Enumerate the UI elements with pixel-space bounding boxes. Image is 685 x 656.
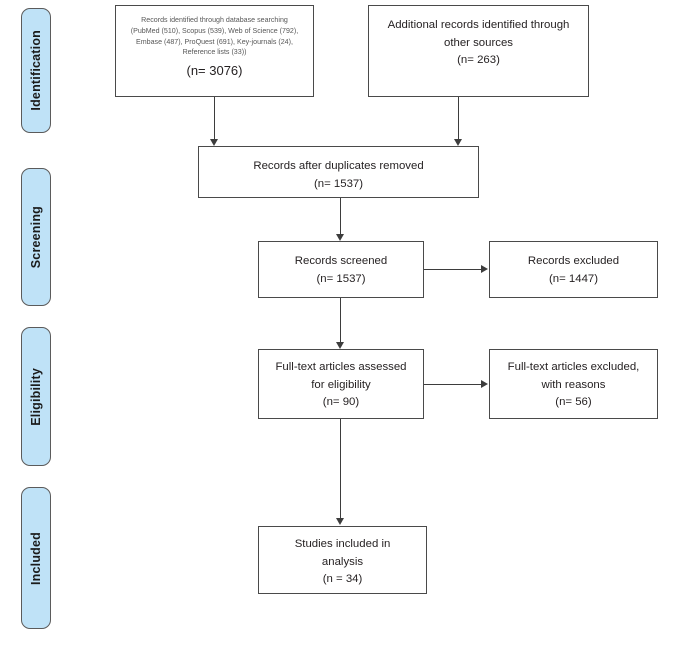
box-line: analysis <box>321 555 364 568</box>
connector-arrow-down <box>453 139 462 146</box>
box-count: (n= 1537) <box>313 177 364 190</box>
connector-arrow-down <box>335 342 344 349</box>
box-line: Full-text articles assessed <box>275 361 407 373</box>
box-studies-included: Studies included in analysis (n = 34) <box>258 526 427 594</box>
box-records-excluded: Records excluded (n= 1447) <box>489 241 658 298</box>
box-line: Records excluded <box>527 255 620 267</box>
connector-arrow-right <box>481 379 488 388</box>
connector-line <box>424 384 482 385</box>
connector-arrow-right <box>481 264 488 273</box>
box-fulltext-excluded: Full-text articles excluded, with reason… <box>489 349 658 419</box>
connector-arrow-down <box>335 518 344 525</box>
connector-line <box>214 97 215 141</box>
stage-tab-label: Included <box>29 531 43 585</box>
box-count: (n= 1447) <box>548 272 599 285</box>
box-duplicates-removed: Records after duplicates removed (n= 153… <box>198 146 479 198</box>
box-line: Studies included in <box>294 538 391 550</box>
box-line: Records identified through database sear… <box>141 16 288 24</box>
box-records-screened: Records screened (n= 1537) <box>258 241 424 298</box>
connector-arrow-down <box>209 139 218 146</box>
connector-line <box>340 419 341 519</box>
connector-arrow-down <box>335 234 344 241</box>
stage-tab-label: Screening <box>29 205 43 269</box>
box-line: with reasons <box>541 378 606 391</box>
stage-tab-included: Included <box>21 487 51 629</box>
box-count: (n = 34) <box>322 573 363 586</box>
connector-line <box>424 269 482 270</box>
box-line: for eligibility <box>311 378 371 391</box>
box-line: (PubMed (510), Scopus (539), Web of Scie… <box>130 26 299 35</box>
connector-line <box>340 198 341 236</box>
box-line: Embase (487), ProQuest (691), Key-journa… <box>136 37 293 46</box>
box-count: (n= 90) <box>322 396 360 409</box>
box-line: Reference lists (33)) <box>182 48 247 57</box>
box-line: Additional records identified through <box>387 19 570 31</box>
box-count: (n= 3076) <box>186 63 243 79</box>
box-count: (n= 1537) <box>316 272 366 285</box>
stage-tab-identification: Identification <box>21 8 51 133</box>
stage-tab-label: Eligibility <box>29 367 43 426</box>
connector-line <box>340 298 341 344</box>
box-fulltext-assessed: Full-text articles assessed for eligibil… <box>258 349 424 419</box>
box-count: (n= 263) <box>457 54 500 67</box>
stage-tab-screening: Screening <box>21 168 51 306</box>
box-other-sources: Additional records identified through ot… <box>368 5 589 97</box>
stage-tab-eligibility: Eligibility <box>21 327 51 466</box>
box-count: (n= 56) <box>555 396 592 409</box>
box-line: Full-text articles excluded, <box>507 361 640 373</box>
stage-tab-label: Identification <box>29 30 43 111</box>
box-line: Records screened <box>294 255 388 267</box>
box-line: Records after duplicates removed <box>253 160 424 172</box>
connector-line <box>458 97 459 141</box>
box-line: other sources <box>443 36 513 49</box>
box-database-search: Records identified through database sear… <box>115 5 314 97</box>
